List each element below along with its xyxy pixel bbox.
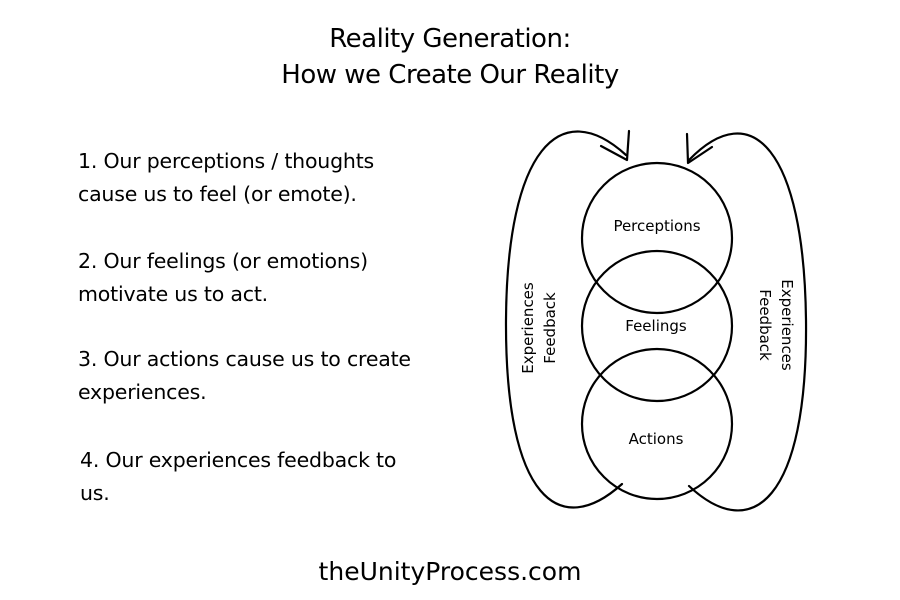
step-2-line-1: 2. Our feelings (or emotions)	[78, 249, 368, 273]
left-arrowhead-icon	[599, 129, 631, 162]
website-footer: theUnityProcess.com	[318, 557, 582, 586]
right-loop-label: Experiences Feedback	[756, 279, 796, 371]
actions-circle	[580, 347, 734, 501]
perceptions-label: Perceptions	[613, 217, 700, 235]
left-loop-label: Experiences Feedback	[519, 282, 559, 374]
left-feedback-loop-arrow	[504, 130, 628, 509]
step-3-line-1: 3. Our actions cause us to create	[78, 347, 411, 371]
left-loop-label-line-1: Experiences	[519, 282, 537, 374]
right-feedback-loop-arrow	[687, 132, 808, 512]
right-loop-label-line-1: Experiences	[778, 279, 796, 371]
right-loop-label-line-2: Feedback	[756, 289, 774, 361]
left-loop-label-line-2: Feedback	[541, 292, 559, 364]
step-3: 3. Our actions cause us to create experi…	[78, 343, 458, 409]
step-2: 2. Our feelings (or emotions) motivate u…	[78, 245, 458, 311]
diagram-subtitle: How we Create Our Reality	[281, 60, 619, 90]
step-1: 1. Our perceptions / thoughts cause us t…	[78, 145, 458, 211]
right-arrowhead-icon	[685, 132, 714, 165]
feelings-label: Feelings	[625, 317, 687, 335]
step-4: 4. Our experiences feedback to us.	[80, 444, 460, 510]
step-4-line-1: 4. Our experiences feedback to	[80, 448, 397, 472]
diagram-title: Reality Generation:	[329, 24, 571, 54]
perceptions-circle	[580, 161, 734, 315]
actions-label: Actions	[629, 430, 684, 448]
step-1-line-1: 1. Our perceptions / thoughts	[78, 149, 375, 173]
step-4-line-2: us.	[80, 481, 110, 505]
feelings-circle	[580, 249, 734, 403]
step-3-line-2: experiences.	[78, 380, 207, 404]
step-1-line-2: cause us to feel (or emote).	[78, 182, 357, 206]
step-2-line-2: motivate us to act.	[78, 282, 268, 306]
